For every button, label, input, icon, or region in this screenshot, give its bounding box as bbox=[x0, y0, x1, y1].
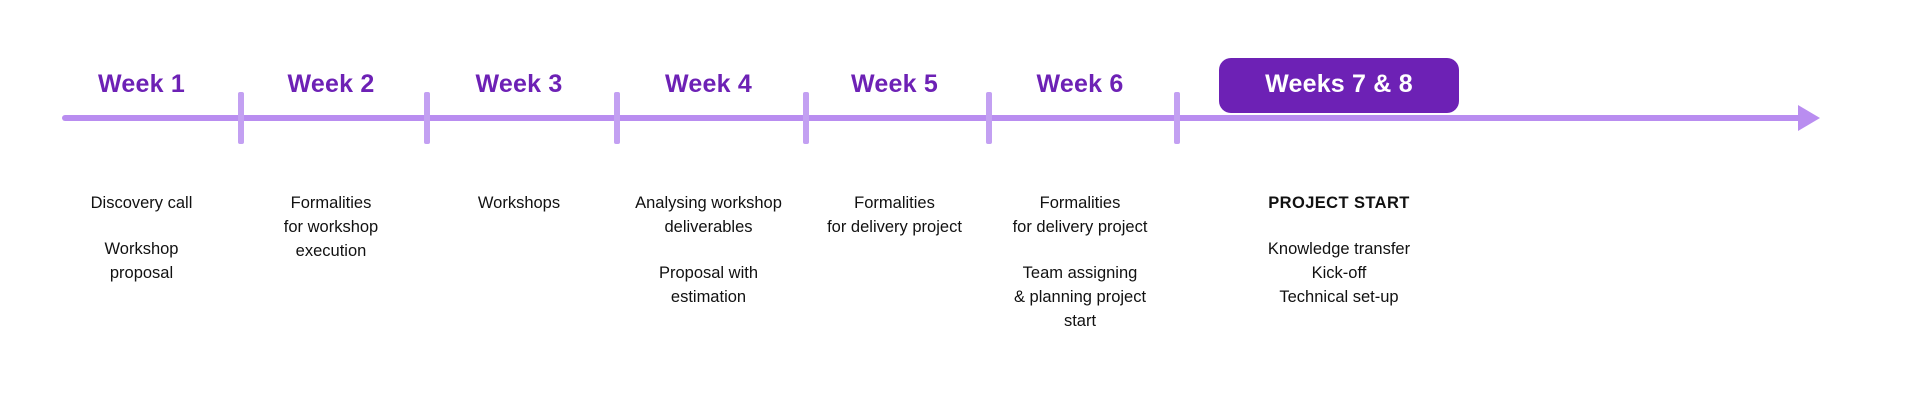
week-description-block: Team assigning & planning project start bbox=[986, 262, 1174, 334]
week-label: Week 6 bbox=[1036, 70, 1124, 98]
timeline-tick bbox=[424, 92, 430, 144]
week-description-line: & planning project bbox=[1013, 287, 1147, 306]
week-label-highlight-pill: Weeks 7 & 8 bbox=[1219, 58, 1459, 113]
week-description-heading: PROJECT START bbox=[1174, 192, 1504, 216]
week-description-line: for delivery project bbox=[827, 217, 962, 236]
week-label: Week 5 bbox=[851, 70, 938, 98]
week-description-block: Workshops bbox=[424, 192, 614, 216]
timeline-tick bbox=[614, 92, 620, 144]
week-description-block: Analysing workshop deliverables bbox=[614, 192, 803, 240]
week-description-line: Workshop bbox=[104, 239, 179, 258]
week-description-line: for workshop bbox=[283, 217, 379, 236]
week-description-line: Formalities bbox=[1039, 194, 1121, 212]
week-description-line: Formalities bbox=[854, 194, 935, 212]
week-description-line: Knowledge transfer bbox=[1267, 239, 1411, 258]
week-label: Week 2 bbox=[287, 70, 375, 98]
timeline-tick bbox=[1174, 92, 1180, 144]
week-description-line: Analysing workshop bbox=[635, 194, 782, 212]
timeline-axis-line bbox=[62, 115, 1807, 121]
week-description-block: Formalities for workshop execution bbox=[238, 192, 424, 264]
week-description-line: execution bbox=[295, 241, 367, 260]
timeline-tick bbox=[238, 92, 244, 144]
week-description-block: Formalities for delivery project bbox=[986, 192, 1174, 240]
week-description-block: Formalities for delivery project bbox=[803, 192, 986, 240]
week-description-line: Workshops bbox=[477, 194, 561, 212]
week-description-line: Team assigning bbox=[1022, 263, 1138, 282]
week-description-block: Proposal with estimation bbox=[614, 262, 803, 310]
week-description-line: Discovery call bbox=[90, 194, 193, 212]
week-description-line: proposal bbox=[109, 263, 174, 282]
week-description-line: for delivery project bbox=[1012, 217, 1148, 236]
week-description-line: estimation bbox=[670, 287, 747, 306]
timeline-tick bbox=[803, 92, 809, 144]
week-description: Workshops bbox=[424, 192, 614, 216]
week-label: Week 1 bbox=[98, 70, 185, 98]
timeline-week-column: Week 2 Formalities for workshop execution bbox=[238, 0, 424, 416]
week-description-line: PROJECT START bbox=[1268, 194, 1410, 212]
week-description-line: start bbox=[1063, 311, 1097, 330]
week-description-block: Workshop proposal bbox=[45, 238, 238, 286]
week-label: Week 3 bbox=[475, 70, 563, 98]
week-label: Week 4 bbox=[665, 70, 752, 98]
week-description-line: Kick-off bbox=[1311, 263, 1367, 282]
week-description: Formalities for workshop execution bbox=[238, 192, 424, 264]
week-label: Weeks 7 & 8 bbox=[1174, 58, 1504, 113]
week-description-line: Proposal with bbox=[658, 263, 759, 282]
week-description-line: deliverables bbox=[664, 217, 753, 236]
timeline-week-column: Week 3 Workshops bbox=[424, 0, 614, 416]
timeline-arrow-icon bbox=[1798, 105, 1820, 131]
timeline-tick bbox=[986, 92, 992, 144]
timeline-week-column: Week 5 Formalities for delivery project bbox=[803, 0, 986, 416]
week-description-line: Formalities bbox=[290, 194, 372, 212]
week-description: Formalities for delivery project bbox=[803, 192, 986, 240]
timeline-week-column: Weeks 7 & 8 PROJECT START Knowledge transf… bbox=[1174, 0, 1504, 416]
week-description-line: Technical set-up bbox=[1279, 287, 1399, 306]
week-description-block: Discovery call bbox=[45, 192, 238, 216]
